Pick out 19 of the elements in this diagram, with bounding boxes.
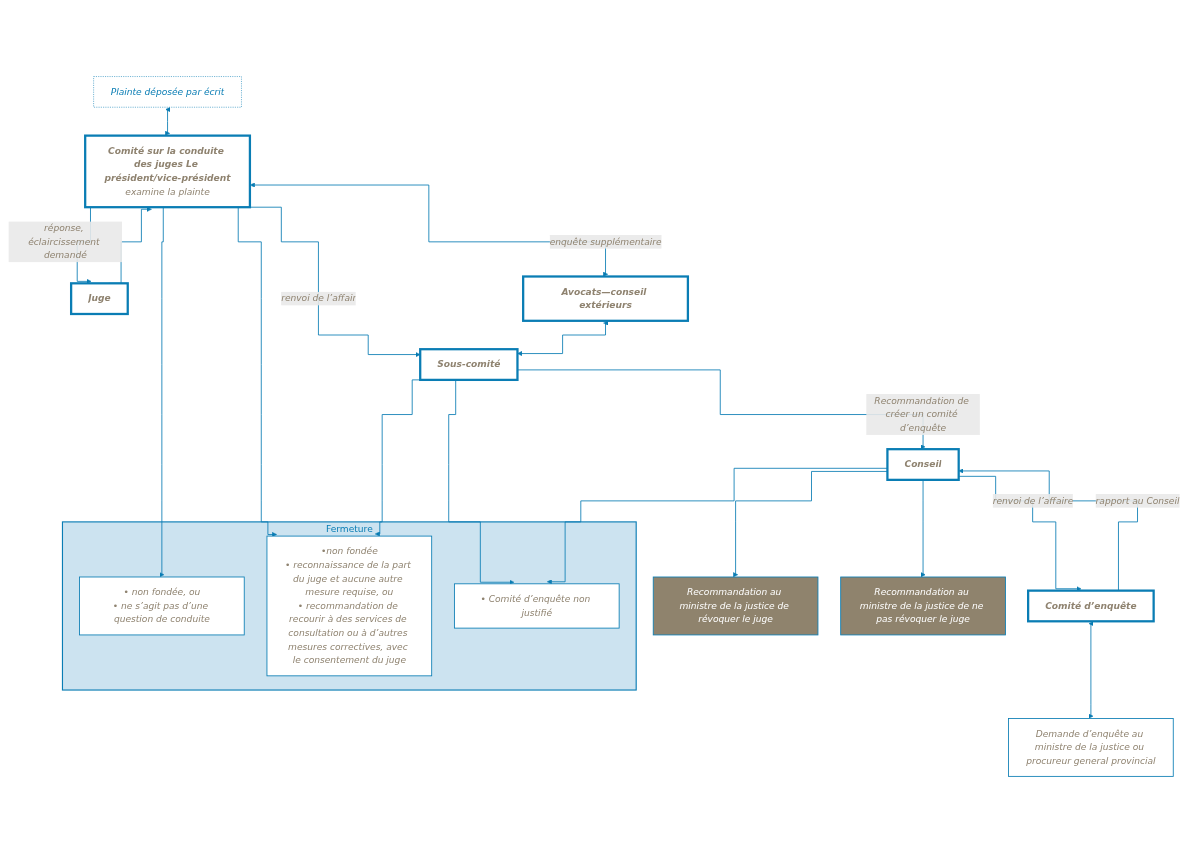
node-box: Avocats—conseil extérieurs <box>522 274 690 322</box>
edge-label: renvoi de l’affaire <box>992 494 1074 506</box>
node-box: Conseil <box>886 447 960 481</box>
node-box: Comité sur la conduite des juges Le président/vice-président examine la plainte <box>84 134 252 208</box>
node-box: Recommandation au ministre de la justice de ne pas révoquer le juge <box>840 576 1006 635</box>
node-box: Plainte déposée par écrit <box>93 75 242 108</box>
edge-label: rapport au Conseil <box>1095 494 1180 506</box>
node-box: • Comité d’enquête non justifié <box>454 582 620 629</box>
edge-label: enquête supplémentaire <box>549 235 662 247</box>
node-box: Demande d’enquête au ministre de la justice ou procureur general provincial <box>1008 717 1174 777</box>
node-box: • non fondée, ou • ne s’agit pas d’une question de conduite <box>79 576 245 635</box>
node-box: Juge <box>70 281 129 315</box>
node-box: •non fondée • reconnaissance de la part du juge et aucune autre mesure requise, ou • recommandation de recourir à des services de consultation ou à d’autres mesures correctives, avec le consentement du juge <box>266 535 433 676</box>
node-box: Recommandation au ministre de la justice de révoquer le juge <box>652 576 819 635</box>
edge-label: réponse, éclaircissement demandé <box>28 222 100 261</box>
node-box: Sous-comité <box>419 347 519 381</box>
node-box: Comité d’enquête <box>1027 589 1155 622</box>
edge-label: renvoi de l’affair <box>281 292 357 304</box>
edge-label: Recommandation de créer un comité d’enquête <box>874 394 969 433</box>
